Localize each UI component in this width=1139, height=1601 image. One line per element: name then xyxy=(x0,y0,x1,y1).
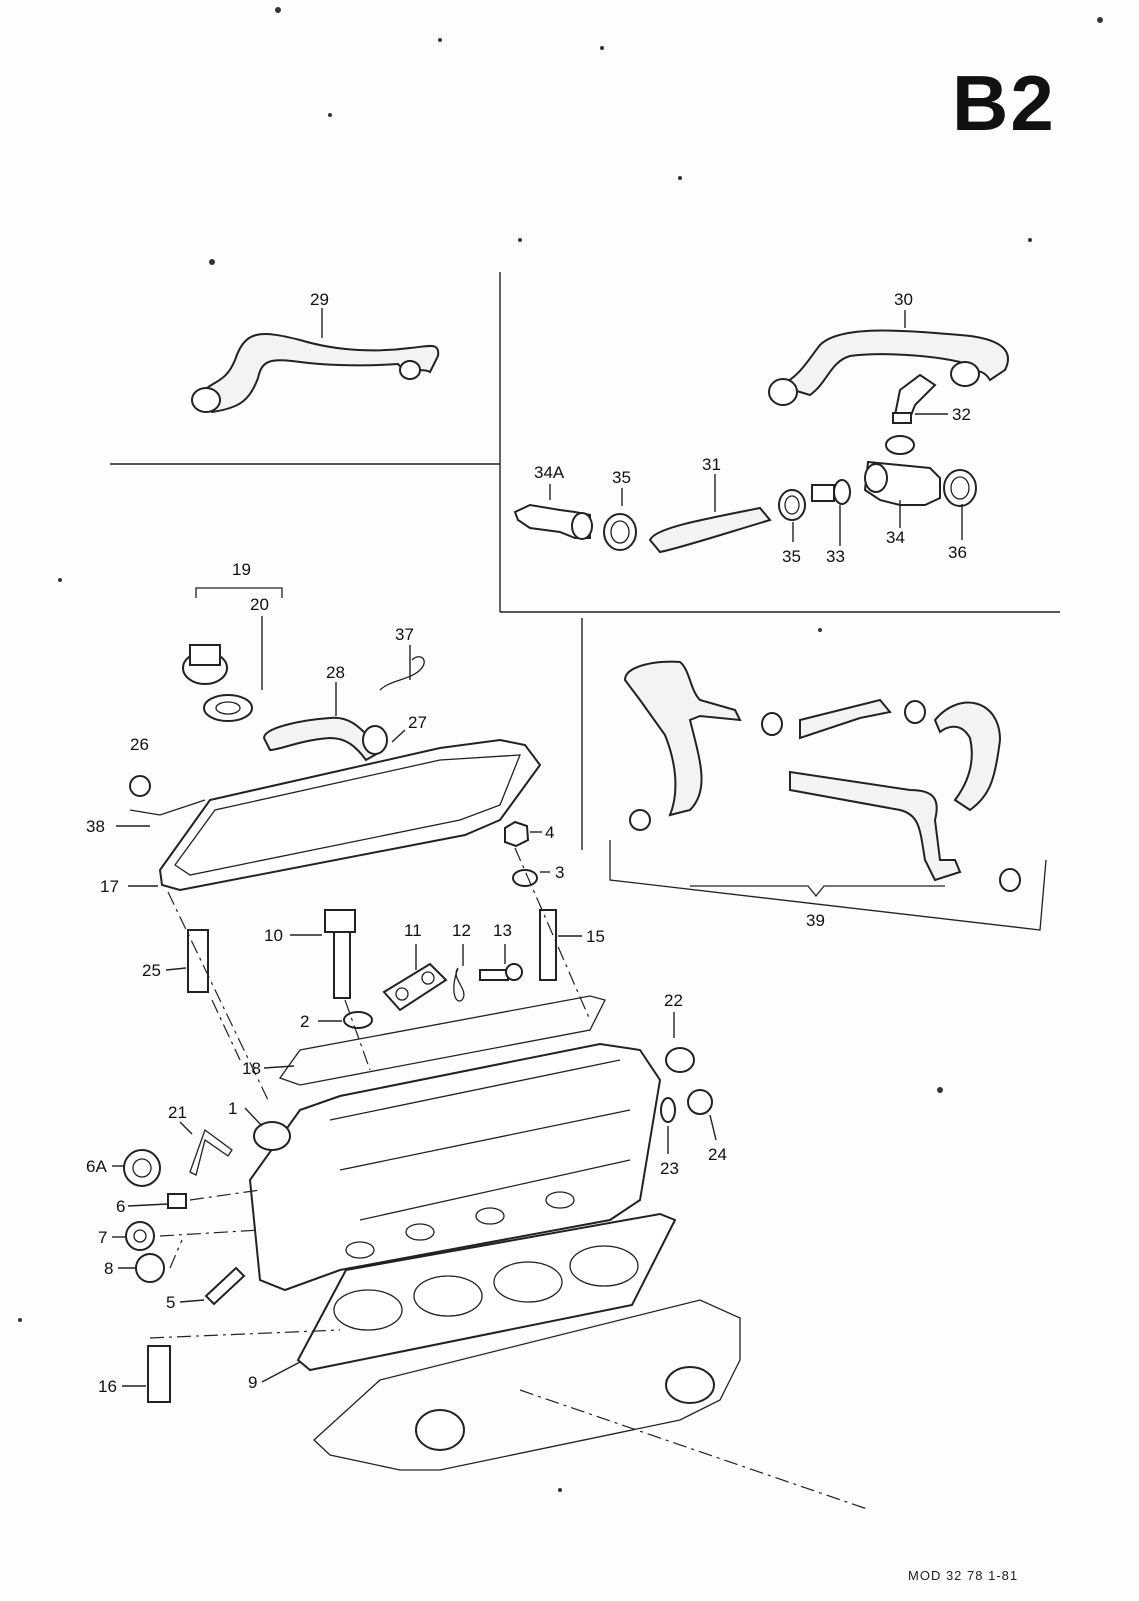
callout-7: 7 xyxy=(98,1228,107,1247)
part-39-hose-assembly xyxy=(609,660,1047,931)
callout-20: 20 xyxy=(250,595,269,614)
part-25-stud xyxy=(187,929,209,993)
part-4-nut xyxy=(504,820,557,981)
part-5-stud xyxy=(204,1266,246,1306)
part-35b-clamp xyxy=(778,489,806,521)
callout-4: 4 xyxy=(545,823,554,842)
part-10-bolt xyxy=(324,909,356,999)
callout-13: 13 xyxy=(493,921,512,940)
part-6a-seal xyxy=(123,1149,161,1187)
callout-2: 2 xyxy=(300,1012,309,1031)
part-8-cup xyxy=(135,1253,165,1283)
callout-31: 31 xyxy=(702,455,721,474)
page-code: B2 xyxy=(952,59,1056,147)
callout-12: 12 xyxy=(452,921,471,940)
part-1-cylinder-head xyxy=(248,1042,662,1292)
callout-33: 33 xyxy=(826,547,845,566)
part-35-clamp xyxy=(603,513,637,551)
part-29-hose xyxy=(191,333,440,414)
part-13-screw xyxy=(479,963,523,981)
part-2-washer xyxy=(343,1011,373,1029)
callout-25: 25 xyxy=(142,961,161,980)
callout-6a: 6A xyxy=(86,1157,107,1176)
part-30-hose xyxy=(768,329,1009,406)
panel-dividers xyxy=(110,272,1060,850)
callout-34a: 34A xyxy=(534,463,565,482)
callout-26: 26 xyxy=(130,735,149,754)
callout-3: 3 xyxy=(555,863,564,882)
part-22-plug xyxy=(660,1047,713,1123)
part-18-gasket xyxy=(278,995,606,1086)
callout-38: 38 xyxy=(86,817,105,836)
callout-17: 17 xyxy=(100,877,119,896)
callout-6: 6 xyxy=(116,1197,125,1216)
part-21-bracket xyxy=(189,1128,233,1176)
callout-1: 1 xyxy=(228,1099,237,1118)
callout-9: 9 xyxy=(248,1373,257,1392)
callout-labels: 29 30 32 34A 35 31 35 33 34 36 19 20 37 … xyxy=(86,290,971,1396)
callout-leaders xyxy=(112,308,963,1387)
assembly-lines xyxy=(149,847,591,1339)
callout-11: 11 xyxy=(404,921,422,940)
callout-27: 27 xyxy=(408,713,427,732)
part-31-hose xyxy=(648,506,772,554)
scan-noise xyxy=(18,7,1103,1492)
part-36-clamp xyxy=(943,469,977,507)
callout-30: 30 xyxy=(894,290,913,309)
callout-21: 21 xyxy=(168,1103,187,1122)
part-19-filler-cap xyxy=(182,587,283,722)
callout-23: 23 xyxy=(660,1159,679,1178)
part-6-plug xyxy=(167,1193,187,1209)
part-12-clip xyxy=(453,967,465,1002)
callout-35: 35 xyxy=(612,468,631,487)
callout-22: 22 xyxy=(664,991,683,1010)
callout-35b: 35 xyxy=(782,547,801,566)
part-9-head-gasket xyxy=(296,1212,677,1372)
callout-10: 10 xyxy=(264,926,283,945)
part-17-valve-cover xyxy=(129,738,542,892)
callout-32: 32 xyxy=(952,405,971,424)
part-34a-valve xyxy=(513,503,593,540)
part-32-elbow xyxy=(892,373,937,424)
callout-24: 24 xyxy=(708,1145,727,1164)
callout-15: 15 xyxy=(586,927,605,946)
part-16-dowel xyxy=(147,1345,171,1403)
part-33-bolt xyxy=(811,479,851,505)
part-7-seal xyxy=(125,1221,155,1251)
callout-36: 36 xyxy=(948,543,967,562)
callout-28: 28 xyxy=(326,663,345,682)
callout-5: 5 xyxy=(166,1293,175,1312)
part-28-breather-hose xyxy=(262,656,425,762)
footer-code: MOD 32 78 1-81 xyxy=(908,1568,1019,1583)
part-11-plate xyxy=(382,962,448,1012)
part-34-tee xyxy=(863,435,941,506)
callout-39: 39 xyxy=(806,911,825,930)
engine-block xyxy=(313,1299,871,1511)
callout-34: 34 xyxy=(886,528,905,547)
callout-19: 19 xyxy=(232,560,251,579)
callout-37: 37 xyxy=(395,625,414,644)
callout-29: 29 xyxy=(310,290,329,309)
callout-16: 16 xyxy=(98,1377,117,1396)
callout-18: 18 xyxy=(242,1059,261,1078)
callout-8: 8 xyxy=(104,1259,113,1278)
